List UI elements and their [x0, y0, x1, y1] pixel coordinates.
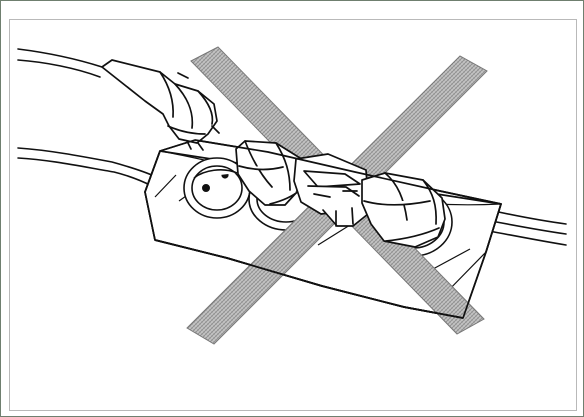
strip-outline-overlay — [144, 139, 502, 319]
socket-left — [183, 157, 251, 219]
adapter — [293, 153, 370, 227]
plug-tertiary — [361, 172, 446, 248]
plug-primary — [101, 59, 220, 151]
